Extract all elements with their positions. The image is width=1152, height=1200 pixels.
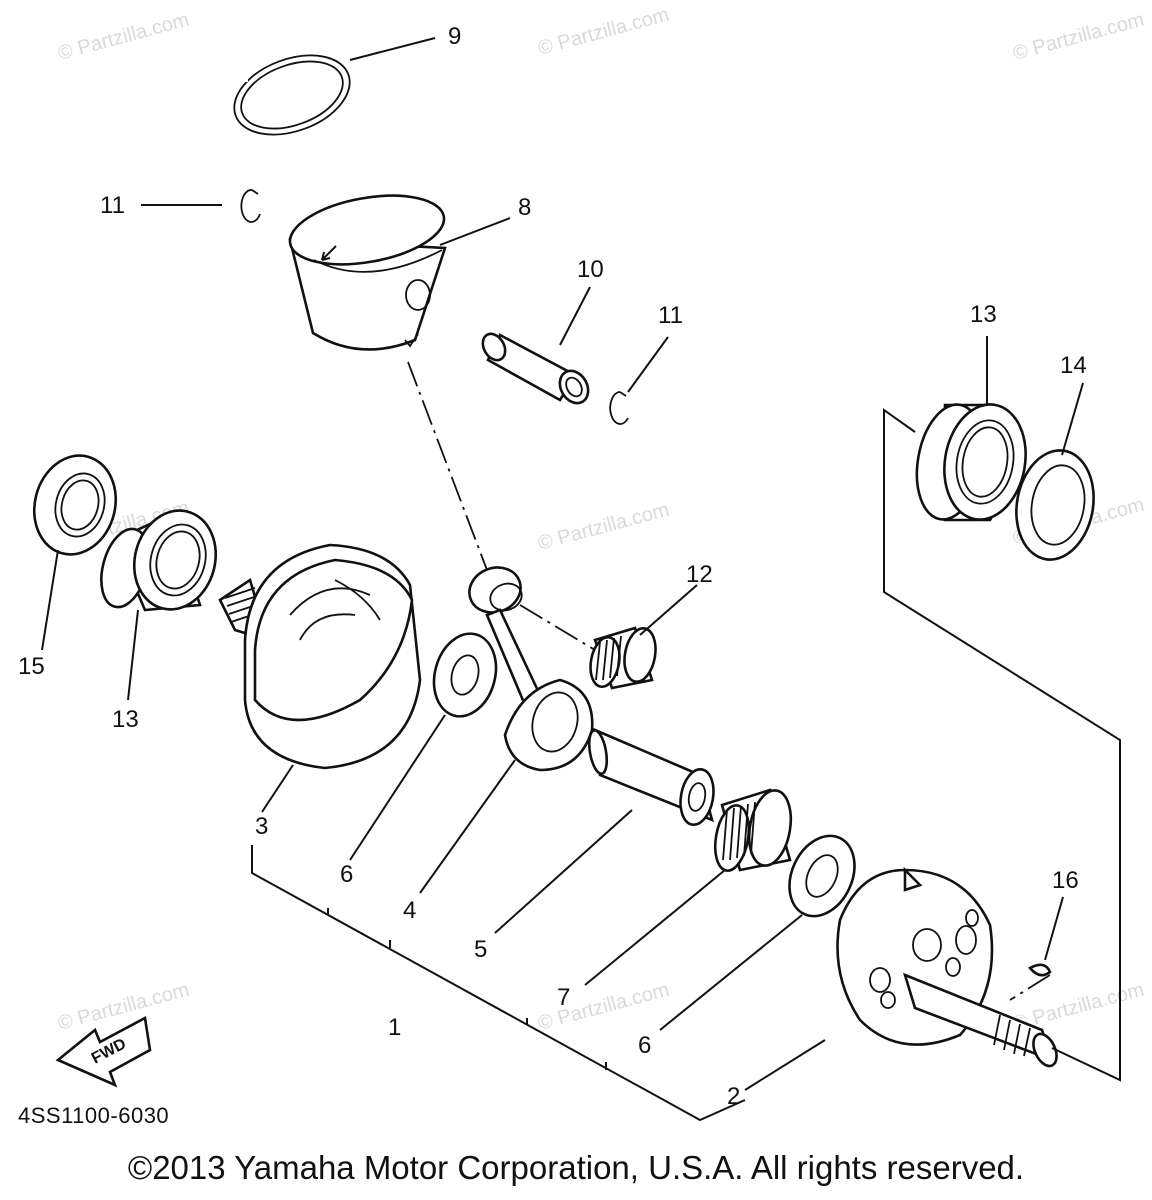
svg-text:© Partzilla.com: © Partzilla.com	[536, 979, 672, 1035]
part-code-label: 4SS1100-6030	[18, 1103, 170, 1128]
callout-1: 1	[388, 1014, 401, 1041]
callout-labels: 9 11 8 10 11 13 14 12 15 13 3 6 4 5 1 7 …	[18, 23, 1087, 1110]
part-14-seal-right[interactable]	[1008, 444, 1102, 566]
svg-text:© Partzilla.com: © Partzilla.com	[56, 979, 192, 1035]
part-11-clip-right[interactable]	[609, 391, 629, 425]
callout-2: 2	[727, 1083, 740, 1110]
part-4-connecting-rod[interactable]	[463, 560, 594, 772]
part-7-needle-bearing-large[interactable]	[711, 787, 797, 873]
svg-text:© Partzilla.com: © Partzilla.com	[536, 4, 672, 60]
callout-14: 14	[1060, 352, 1087, 379]
fwd-arrow-icon: FWD	[55, 1015, 152, 1088]
callout-9: 9	[448, 23, 461, 50]
part-11-clip-top[interactable]	[240, 189, 261, 223]
part-8-piston[interactable]	[285, 185, 450, 351]
callout-8: 8	[518, 194, 531, 221]
part-5-crank-pin[interactable]	[586, 727, 717, 827]
part-12-needle-bearing-small[interactable]	[587, 626, 660, 690]
leader-lines	[41, 37, 1121, 1122]
part-16-woodruff-key[interactable]	[1027, 963, 1052, 977]
callout-10: 10	[577, 256, 604, 283]
part-13-bearing-left[interactable]	[93, 501, 226, 618]
callout-12: 12	[686, 561, 713, 588]
part-3-crank-half-left[interactable]	[218, 543, 422, 770]
part-10-piston-pin[interactable]	[478, 330, 593, 408]
callout-13-right: 13	[970, 301, 997, 328]
svg-text:© Partzilla.com: © Partzilla.com	[56, 9, 192, 65]
svg-text:© Partzilla.com: © Partzilla.com	[536, 499, 672, 555]
callout-7: 7	[557, 984, 570, 1011]
callout-11-top: 11	[100, 192, 125, 219]
part-13-bearing-right[interactable]	[908, 398, 1034, 526]
part-15-oil-seal[interactable]	[23, 446, 126, 563]
callout-4: 4	[403, 897, 416, 924]
callout-11-right: 11	[658, 302, 683, 329]
callout-6-left: 6	[340, 861, 353, 888]
part-6-washer-left[interactable]	[425, 627, 505, 724]
part-9-piston-ring[interactable]	[223, 41, 360, 150]
callout-5: 5	[474, 936, 487, 963]
callout-15: 15	[18, 653, 45, 680]
part-2-crank-half-right[interactable]	[836, 866, 1062, 1070]
copyright-notice: ©2013 Yamaha Motor Corporation, U.S.A. A…	[127, 1149, 1025, 1186]
svg-text:© Partzilla.com: © Partzilla.com	[1011, 9, 1147, 65]
callout-13-left: 13	[112, 706, 139, 733]
part-6-washer-right[interactable]	[777, 825, 867, 926]
callout-16: 16	[1052, 867, 1079, 894]
callout-3: 3	[255, 813, 268, 840]
callout-6-right: 6	[638, 1032, 651, 1059]
